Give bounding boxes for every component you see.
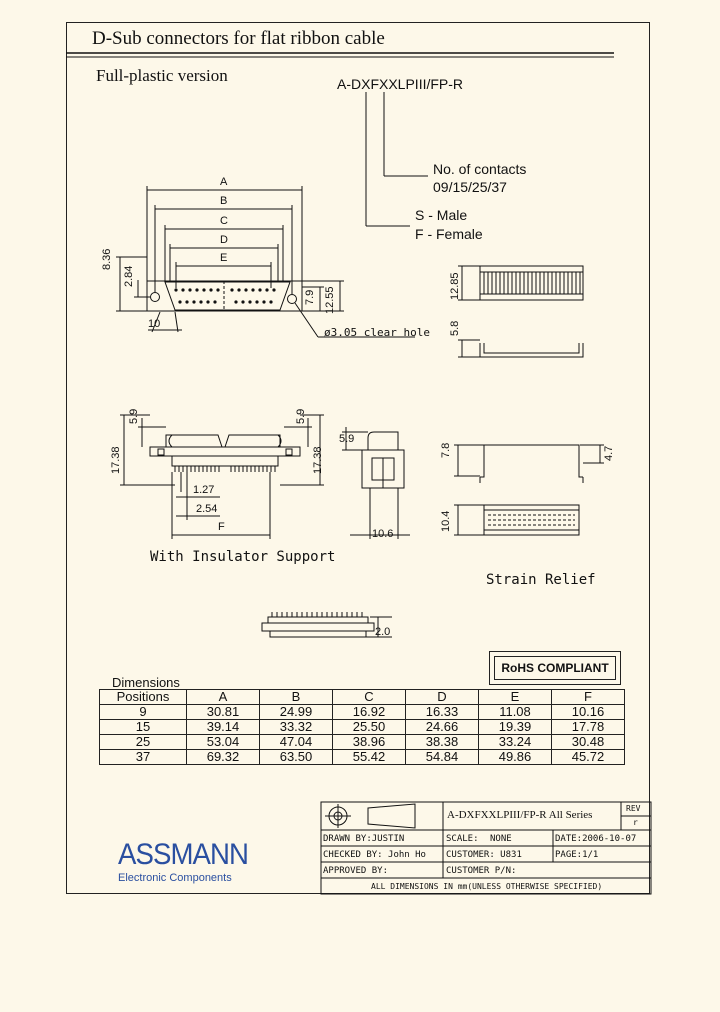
dim-59-side: 5.9 — [339, 433, 355, 445]
dim-106: 10.6 — [372, 528, 394, 540]
male-label: S - Male — [415, 207, 468, 223]
dim-79: 7.9 — [304, 289, 316, 305]
header-positions: Positions — [99, 689, 187, 705]
contacts-label: No. of contacts — [433, 161, 527, 177]
dim-58: 5.8 — [449, 320, 461, 336]
approved-by: APPROVED BY: — [323, 866, 389, 876]
rohs-label: RoHS COMPLIANT — [494, 656, 616, 680]
table-cell: 30.48 — [551, 734, 625, 750]
header-b: B — [259, 689, 333, 705]
table-cell: 45.72 — [551, 749, 625, 765]
dim-836: 8.36 — [101, 248, 113, 270]
rohs-stamp: RoHS COMPLIANT — [489, 651, 621, 685]
table-cell: 25 — [99, 734, 187, 750]
dim-284: 2.84 — [123, 265, 135, 287]
dim-127: 1.27 — [193, 484, 215, 496]
table-cell: 39.14 — [186, 719, 260, 735]
scale-value: NONE — [490, 834, 512, 844]
customer-pn: CUSTOMER P/N: — [446, 866, 517, 876]
dimensions-note: ALL DIMENSIONS IN mm(UNLESS OTHERWISE SP… — [371, 882, 603, 891]
contacts-values: 09/15/25/37 — [433, 179, 507, 195]
table-cell: 25.50 — [332, 719, 406, 735]
page-title: D-Sub connectors for flat ribbon cable — [92, 28, 385, 49]
table-row: 25 53.04 47.04 38.96 38.38 33.24 30.48 — [99, 734, 625, 750]
table-row: 37 69.32 63.50 55.42 54.84 49.86 45.72 — [99, 749, 625, 765]
table-cell: 47.04 — [259, 734, 333, 750]
rev-value: r — [633, 818, 638, 827]
page-field: PAGE:1/1 — [555, 850, 599, 860]
table-cell: 19.39 — [478, 719, 552, 735]
table-cell: 69.32 — [186, 749, 260, 765]
table-cell: 10.16 — [551, 704, 625, 720]
caption-insulator: With Insulator Support — [150, 549, 336, 565]
table-row: 15 39.14 33.32 25.50 24.66 19.39 17.78 — [99, 719, 625, 735]
header-c: C — [332, 689, 406, 705]
table-cell: 53.04 — [186, 734, 260, 750]
table-cell: 17.78 — [551, 719, 625, 735]
customer-field: CUSTOMER: U831 — [446, 850, 522, 860]
dim-1255: 12.55 — [324, 286, 336, 314]
part-code: A-DXFXXLPIII/FP-R — [337, 76, 464, 92]
table-cell: 15 — [99, 719, 187, 735]
table-cell: 37 — [99, 749, 187, 765]
dim-label-d: D — [220, 234, 228, 246]
drawn-by: DRAWN BY:JUSTIN — [323, 834, 405, 844]
table-cell: 30.81 — [186, 704, 260, 720]
female-label: F - Female — [415, 226, 483, 242]
dim-label-c: C — [220, 215, 228, 227]
table-cell: 63.50 — [259, 749, 333, 765]
dim-label-a: A — [220, 176, 228, 188]
scale-label: SCALE: — [446, 834, 479, 844]
caption-strain-relief: Strain Relief — [486, 572, 596, 588]
assmann-logo-subtitle: Electronic Components — [118, 872, 232, 884]
header-f: F — [551, 689, 625, 705]
clear-hole-note: ø3.05 clear hole — [324, 326, 430, 339]
table-cell: 9 — [99, 704, 187, 720]
table-cell: 16.33 — [405, 704, 479, 720]
title-series: A-DXFXXLPIII/FP-R All Series — [447, 809, 593, 821]
table-cell: 49.86 — [478, 749, 552, 765]
dim-label-f: F — [218, 521, 225, 533]
dim-78: 7.8 — [440, 442, 452, 458]
dim-254: 2.54 — [196, 503, 218, 515]
table-cell: 24.99 — [259, 704, 333, 720]
checked-by: CHECKED BY: John Ho — [323, 850, 426, 860]
dim-59-left: 5.9 — [128, 408, 140, 424]
table-cell: 55.42 — [332, 749, 406, 765]
table-cell: 24.66 — [405, 719, 479, 735]
table-cell: 54.84 — [405, 749, 479, 765]
rev-label: REV — [626, 804, 641, 813]
dim-104: 10.4 — [440, 510, 452, 532]
table-cell: 11.08 — [478, 704, 552, 720]
header-e: E — [478, 689, 552, 705]
dim-59-right: 5.9 — [295, 408, 307, 424]
table-header-row: Positions A B C D E F — [99, 689, 625, 705]
table-cell: 33.24 — [478, 734, 552, 750]
dim-47: 4.7 — [603, 445, 615, 461]
dimensions-table: Positions A B C D E F 9 30.81 24.99 16.9… — [99, 689, 625, 765]
dim-1285: 12.85 — [449, 272, 461, 300]
table-row: 9 30.81 24.99 16.92 16.33 11.08 10.16 — [99, 704, 625, 720]
dim-20: 2.0 — [375, 626, 391, 638]
dim-10: 10 — [148, 318, 161, 330]
table-cell: 38.38 — [405, 734, 479, 750]
dim-1738-left: 17.38 — [110, 446, 122, 474]
header-a: A — [186, 689, 260, 705]
dim-label-e: E — [220, 252, 228, 264]
table-cell: 16.92 — [332, 704, 406, 720]
table-cell: 33.32 — [259, 719, 333, 735]
assmann-logo: ASSMANN — [118, 838, 249, 871]
table-cell: 38.96 — [332, 734, 406, 750]
dim-label-b: B — [220, 195, 228, 207]
dimensions-title: Dimensions — [112, 675, 180, 690]
dim-1738-right: 17.38 — [312, 446, 324, 474]
page-subtitle: Full-plastic version — [96, 66, 228, 85]
date-field: DATE:2006-10-07 — [555, 834, 637, 844]
header-d: D — [405, 689, 479, 705]
